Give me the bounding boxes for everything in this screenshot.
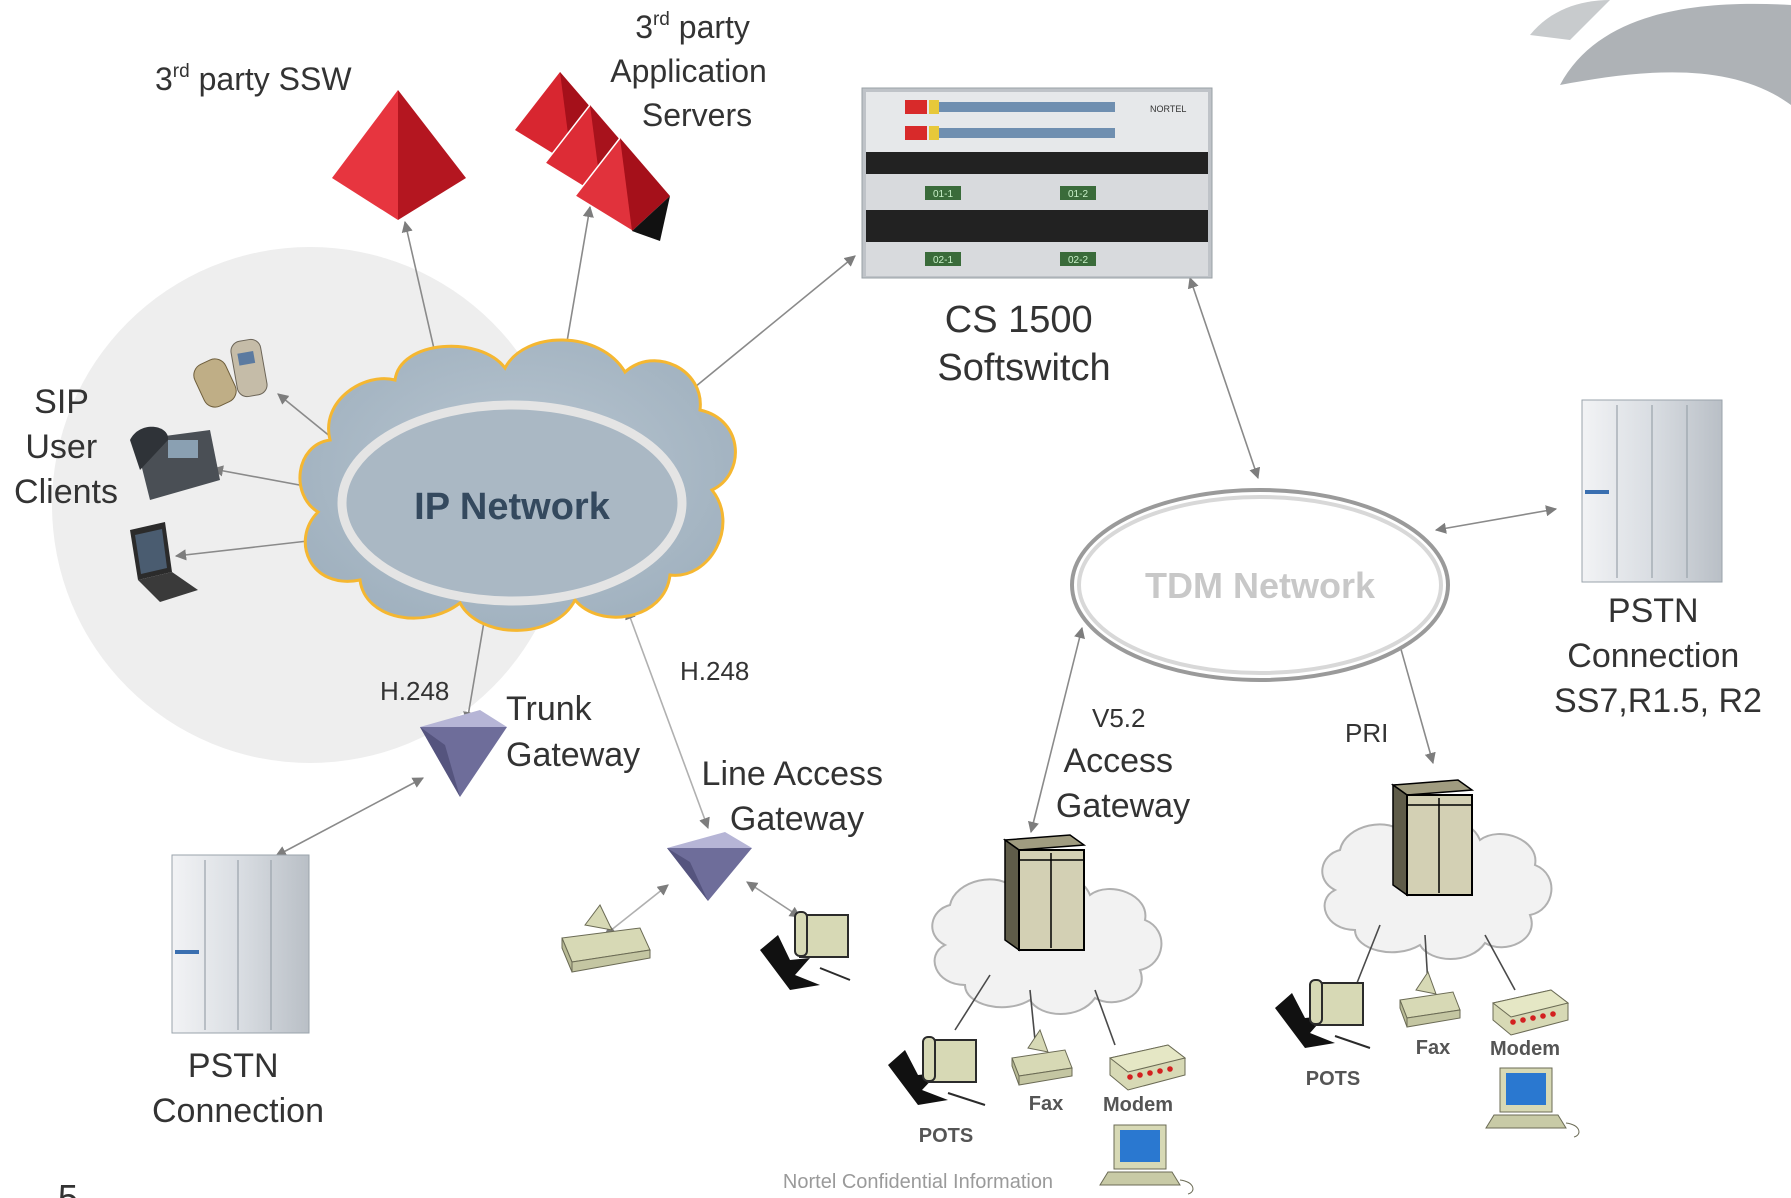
desk-phone-icon [130, 426, 220, 500]
rack-tag-d: 02-2 [1068, 255, 1088, 266]
access-gateway-label: Access Gateway [1056, 742, 1190, 825]
fax-icon [561, 904, 651, 973]
trunk-gateway-label: Trunk Gateway [506, 690, 640, 774]
rack-tag-b: 01-2 [1068, 189, 1088, 200]
computer-icon [1485, 1067, 1580, 1138]
line-access-gateway-label: Line Access Gateway [702, 755, 893, 838]
arrow-ip-trunk [463, 608, 490, 724]
pots-phone-icon [1275, 979, 1371, 1049]
pots-phone-icon [888, 1036, 986, 1106]
computer-icon [1099, 1124, 1194, 1195]
app-servers-pyramid-icon [515, 72, 672, 241]
modem-label-access: Modem [1103, 1094, 1173, 1116]
arrow-tdm-v52 [1028, 626, 1085, 834]
pstn-right-cabinet-icon [1581, 399, 1723, 583]
ssw-label: 3rd party SSW [155, 61, 352, 97]
laptop-icon [130, 522, 198, 602]
pstn-right-label: PSTN Connection SS7,R1.5, R2 [1554, 592, 1762, 720]
h248-left-label: H.248 [380, 676, 449, 706]
h248-right-label: H.248 [680, 656, 749, 686]
pstn-left-cabinet-icon [171, 854, 310, 1034]
pots-label-pri: POTS [1306, 1068, 1360, 1090]
cs1500-label: CS 1500 Softswitch [937, 299, 1110, 389]
ssw-pyramid-icon [332, 90, 466, 220]
arrow-tdm-pstn [1434, 505, 1558, 534]
tdm-network-label: TDM Network [1145, 565, 1376, 606]
rack-tag-c: 02-1 [933, 255, 953, 266]
access-gateway-cabinet-icon [1002, 834, 1087, 952]
fax-label-access: Fax [1029, 1093, 1063, 1115]
mobile-phones-icon [193, 338, 268, 408]
arrow-lineaccess-fax [604, 884, 669, 936]
modem-icon [1491, 989, 1570, 1036]
sip-clients-label: SIP User Clients [14, 383, 118, 511]
arrow-tdm-pri [1392, 626, 1436, 765]
ip-network-cloud: IP Network [298, 338, 737, 632]
arrow-trunk-pstn [275, 777, 424, 857]
line-access-gateway-icon [667, 832, 752, 901]
arrow-cs-tdm [1187, 276, 1261, 480]
rack-tag-a: 01-1 [933, 189, 953, 200]
tdm-network-ring: TDM Network [1070, 488, 1450, 682]
arrow-ip-lineaccess [625, 607, 710, 830]
trunk-gateway-icon [420, 710, 507, 797]
pri-cabinet-icon [1390, 779, 1475, 897]
v52-label: V5.2 [1092, 703, 1146, 733]
page-number: 5 [58, 1177, 78, 1198]
cs1500-rack-icon: 01-1 01-2 02-1 02-2 NORTEL [861, 87, 1213, 279]
fax-icon [1399, 970, 1461, 1028]
pots-phone-icon [760, 911, 851, 990]
modem-label-pri: Modem [1490, 1038, 1560, 1060]
app-servers-label: 3rd party Application Servers [610, 9, 775, 133]
fax-icon [1011, 1028, 1073, 1086]
logo-swoosh-icon [1560, 3, 1791, 105]
modem-icon [1108, 1044, 1187, 1091]
pri-label: PRI [1345, 718, 1388, 748]
access-tree-lines [954, 974, 1116, 1046]
ip-network-label: IP Network [414, 486, 611, 528]
footer-confidential: Nortel Confidential Information [783, 1171, 1053, 1193]
arrow-lineaccess-phone [746, 881, 801, 918]
pots-label-access: POTS [919, 1125, 973, 1147]
fax-label-pri: Fax [1416, 1037, 1450, 1059]
logo-swoosh-icon [1530, 0, 1610, 40]
rack-brand: NORTEL [1150, 104, 1186, 114]
pstn-left-label: PSTN Connection [152, 1047, 324, 1130]
